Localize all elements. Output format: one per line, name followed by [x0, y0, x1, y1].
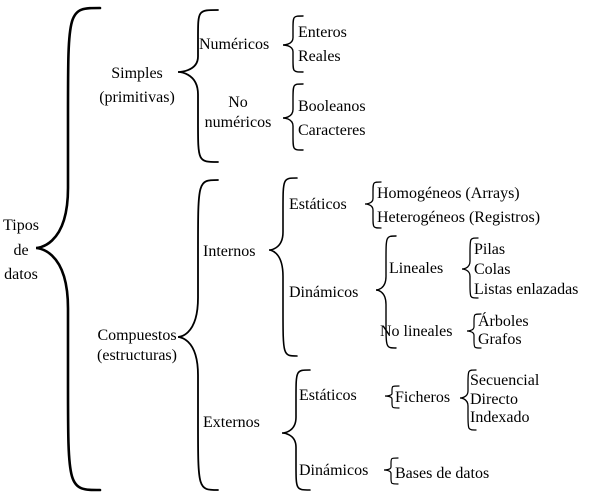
brace-ext-dinamicos [383, 457, 399, 485]
brace-simples [177, 9, 219, 163]
label-internos: Internos [203, 243, 256, 260]
brace-int-dinamicos [375, 235, 397, 349]
brace-no-lineales [466, 313, 482, 349]
brace-compuestos [177, 179, 219, 491]
label-externos: Externos [203, 414, 260, 431]
label-primitivas: (primitivas) [99, 89, 175, 106]
label-numericos-2: numéricos [204, 114, 272, 131]
label-int-estaticos: Estáticos [289, 196, 347, 213]
label-compuestos: Compuestos [97, 327, 177, 344]
label-ext-dinamicos: Dinámicos [299, 462, 369, 479]
label-booleanos: Booleanos [298, 98, 366, 115]
label-listas: Listas enlazadas [474, 281, 579, 298]
label-bases-datos: Bases de datos [395, 465, 490, 482]
label-simples: Simples [111, 65, 163, 82]
label-pilas: Pilas [474, 241, 506, 258]
label-no-lineales: No lineales [380, 323, 453, 340]
brace-int-estaticos [364, 181, 382, 229]
label-ficheros: Ficheros [395, 389, 451, 406]
label-homogeneos: Homogéneos (Arrays) [377, 185, 520, 202]
brace-ficheros [459, 369, 477, 431]
label-arboles: Árboles [478, 313, 529, 330]
brace-no-numericos [282, 83, 304, 151]
brace-lineales [461, 237, 479, 299]
label-indexado: Indexado [470, 409, 530, 426]
label-estructuras: (estructuras) [97, 347, 177, 364]
label-lineales: Lineales [389, 260, 444, 277]
label-secuencial: Secuencial [470, 372, 540, 389]
root-tipos: Tipos [3, 217, 39, 234]
label-grafos: Grafos [478, 331, 522, 348]
label-colas: Colas [474, 261, 511, 278]
label-int-dinamicos: Dinámicos [289, 284, 359, 301]
label-no: No [228, 94, 248, 111]
brace-externos [281, 369, 311, 491]
root-datos: datos [4, 266, 38, 283]
root-de: de [13, 242, 29, 259]
label-caracteres: Caracteres [298, 122, 366, 139]
label-ext-estaticos: Estáticos [299, 387, 357, 404]
label-enteros: Enteros [298, 24, 347, 41]
brace-ficheros-pre [384, 385, 400, 409]
label-heterogeneos: Heterogéneos (Registros) [377, 209, 541, 226]
brace-root [35, 6, 102, 492]
brace-numericos [282, 15, 304, 73]
brace-internos [268, 177, 298, 357]
label-reales: Reales [298, 48, 341, 65]
label-directo: Directo [470, 391, 518, 408]
label-numericos: Numéricos [199, 36, 270, 53]
